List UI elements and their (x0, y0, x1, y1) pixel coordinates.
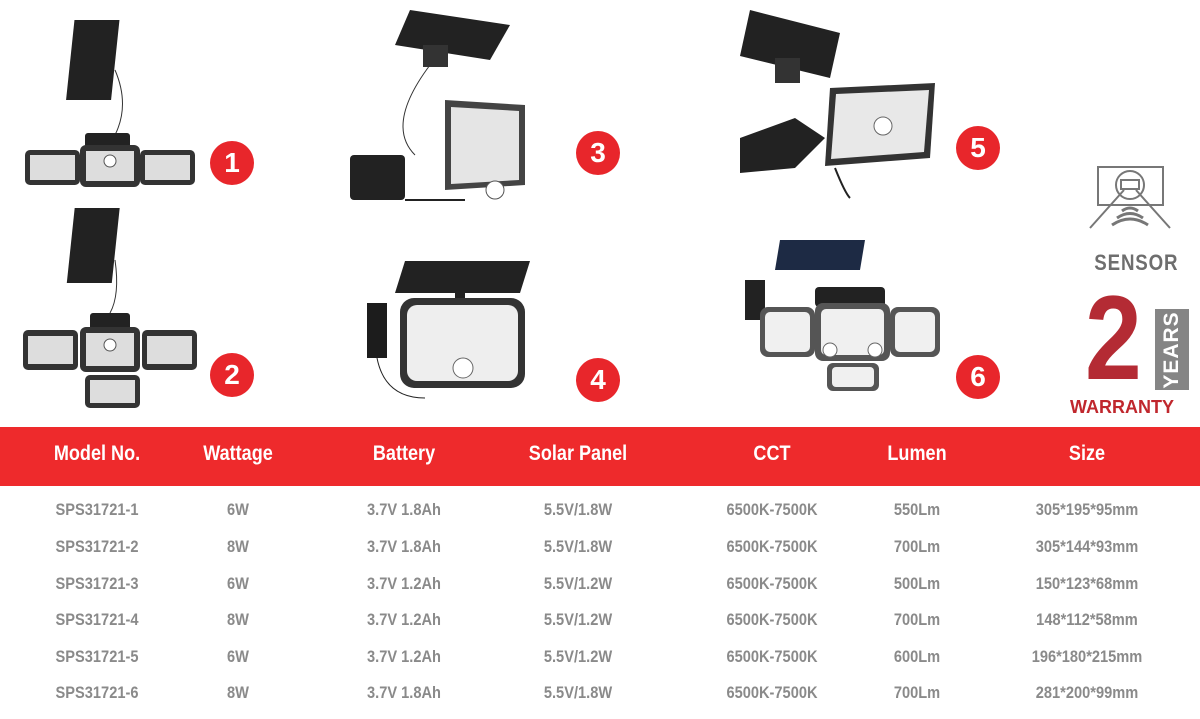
table-cell: 196*180*215mm (1031, 647, 1143, 666)
table-cell: SPS31721-5 (55, 647, 139, 666)
table-cell: 6W (227, 647, 249, 666)
table-cell: 3.7V 1.8Ah (367, 500, 441, 519)
table-cell: 700Lm (893, 537, 941, 556)
motion-sensor-icon (1089, 166, 1171, 229)
table-cell: 3.7V 1.2Ah (367, 647, 441, 666)
product-number-badge: 4 (576, 358, 620, 402)
product-image-1 (25, 20, 195, 187)
table-cell: 6500K-7500K (726, 647, 818, 666)
table-cell: SPS31721-3 (55, 574, 139, 593)
table-cell: 3.7V 1.8Ah (367, 683, 441, 702)
table-cell: 305*195*95mm (1035, 500, 1139, 519)
table-cell: 6W (227, 574, 249, 593)
table-cell: 3.7V 1.2Ah (367, 610, 441, 629)
product-image-6 (745, 240, 940, 391)
table-cell: 6W (227, 500, 249, 519)
table-cell: 6500K-7500K (726, 683, 818, 702)
product-number-badge: 5 (956, 126, 1000, 170)
table-cell: 6500K-7500K (726, 537, 818, 556)
table-cell: 5.5V/1.2W (543, 647, 613, 666)
table-cell: 8W (227, 610, 249, 629)
warranty-years-number: 2 (1085, 271, 1142, 405)
product-number-badge: 1 (210, 141, 254, 185)
table-cell: 150*123*68mm (1035, 574, 1139, 593)
table-cell: 8W (227, 537, 249, 556)
table-cell: SPS31721-4 (55, 610, 139, 629)
warranty-years-tag: YEARS (1155, 309, 1189, 390)
table-cell: 281*200*99mm (1035, 683, 1139, 702)
table-cell: 5.5V/1.2W (543, 574, 613, 593)
product-image-4 (367, 261, 530, 399)
table-cell: 5.5V/1.2W (543, 610, 613, 629)
column-header: Battery (372, 442, 436, 465)
table-cell: 8W (227, 683, 249, 702)
table-cell: 700Lm (893, 683, 941, 702)
table-cell: SPS31721-2 (55, 537, 139, 556)
table-cell: 5.5V/1.8W (543, 500, 613, 519)
product-image-2 (23, 208, 197, 408)
table-cell: 600Lm (893, 647, 941, 666)
table-cell: 6500K-7500K (726, 500, 818, 519)
product-number-badge: 2 (210, 353, 254, 397)
table-cell: 148*112*58mm (1036, 610, 1138, 629)
column-header: Size (1068, 442, 1106, 465)
warranty-label: WARRANTY (1070, 397, 1174, 417)
sensor-label: SENSOR (1094, 250, 1179, 275)
table-cell: 6500K-7500K (726, 574, 818, 593)
table-cell: SPS31721-1 (55, 500, 139, 519)
table-cell: 550Lm (893, 500, 941, 519)
column-header: CCT (753, 442, 791, 465)
table-cell: 3.7V 1.8Ah (367, 537, 441, 556)
table-cell: 5.5V/1.8W (543, 683, 613, 702)
table-cell: 305*144*93mm (1035, 537, 1139, 556)
column-header: Solar Panel (528, 442, 628, 465)
table-cell: 3.7V 1.2Ah (367, 574, 441, 593)
table-cell: SPS31721-6 (55, 683, 139, 702)
column-header: Lumen (887, 442, 947, 465)
column-header: Wattage (203, 442, 273, 465)
product-number-badge: 6 (956, 355, 1000, 399)
table-cell: 5.5V/1.8W (543, 537, 613, 556)
product-image-3 (350, 10, 525, 201)
warranty-years-label: YEARS (1160, 310, 1183, 389)
product-number-badge: 3 (576, 131, 620, 175)
table-cell: 700Lm (893, 610, 941, 629)
spec-table-header (0, 427, 1200, 486)
table-cell: 500Lm (893, 574, 941, 593)
product-image-5 (740, 10, 935, 199)
table-cell: 6500K-7500K (726, 610, 818, 629)
column-header: Model No. (53, 442, 141, 465)
